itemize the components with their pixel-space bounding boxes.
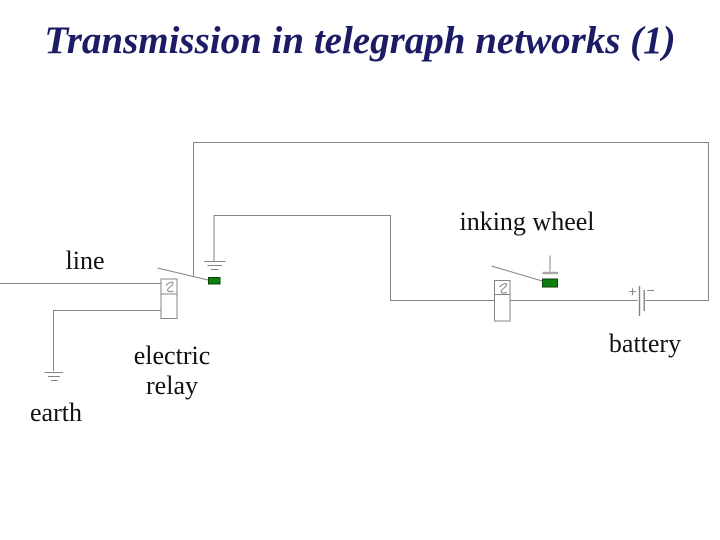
label-line: line <box>65 246 105 275</box>
relay-armature <box>491 265 545 282</box>
earth-wire <box>53 310 161 371</box>
coil-body <box>494 280 511 322</box>
label-electric-relay: electric relay <box>133 341 211 400</box>
earth-ground-icon <box>44 372 63 381</box>
label-earth: earth <box>30 398 82 427</box>
coil-body <box>160 278 178 319</box>
relay-ground-icon <box>204 215 226 270</box>
slide-title: Transmission in telegraph networks (1) <box>44 19 676 62</box>
contact-icon <box>208 277 221 285</box>
battery-plus-sign: + <box>628 285 638 298</box>
battery-minus-sign: − <box>646 284 656 297</box>
battery-icon <box>638 286 645 316</box>
relay-coil-icon <box>494 280 511 322</box>
relay-coil-icon <box>160 278 178 319</box>
label-battery: battery <box>608 329 682 358</box>
label-inking-wheel: inking wheel <box>459 207 595 236</box>
coil-squiggle <box>499 283 508 294</box>
contact-icon <box>542 278 558 288</box>
upper-contact-icon <box>542 255 558 275</box>
coil-squiggle <box>165 281 174 293</box>
inner-wire <box>214 215 391 301</box>
relay-armature <box>157 267 209 281</box>
